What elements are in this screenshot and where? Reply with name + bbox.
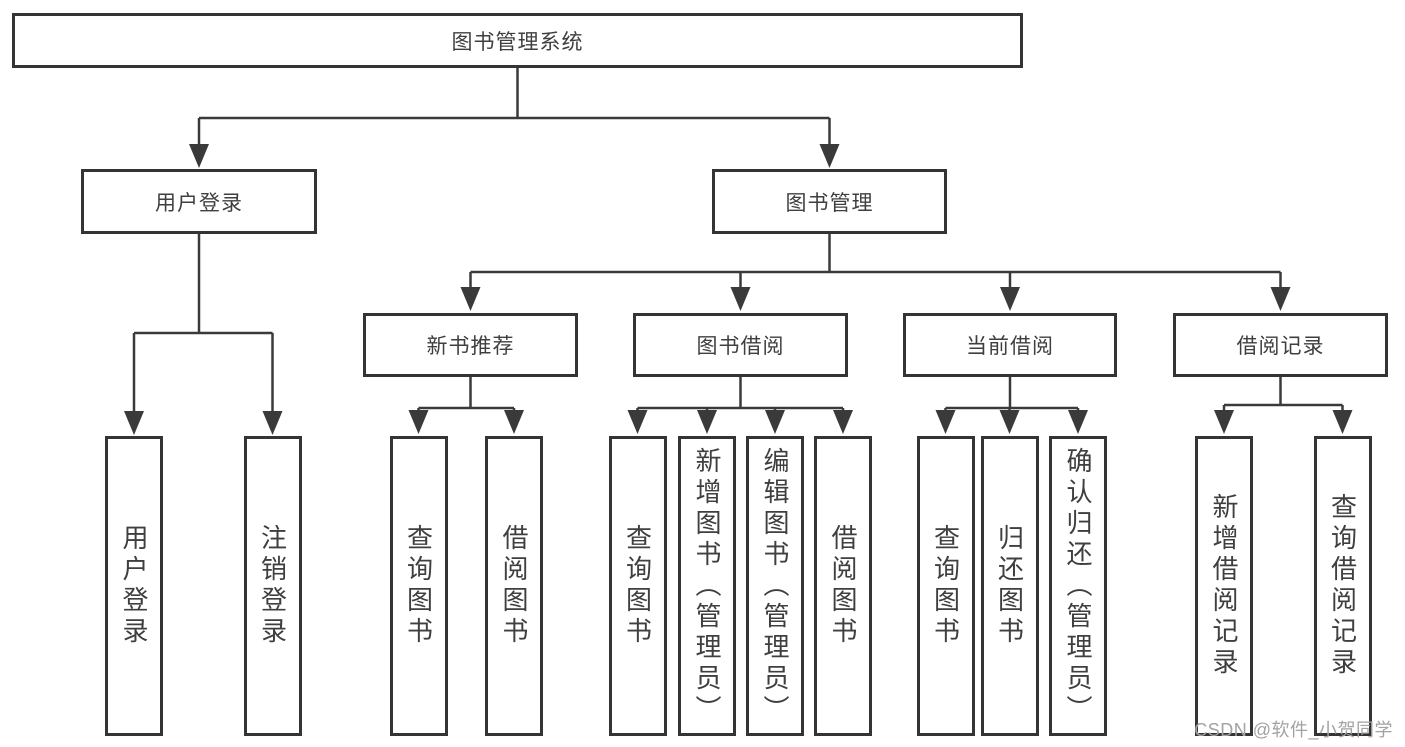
node-book-management-label: 图书管理 <box>785 191 874 215</box>
leaf-cb-confirm-return-admin-label: 确认归还（管理员） <box>1063 446 1093 726</box>
leaf-bb-add-book-admin-label: 新增图书（管理员） <box>692 446 722 726</box>
node-user-login: 用户登录 <box>81 169 317 234</box>
node-current-borrowing-label: 当前借阅 <box>966 335 1054 358</box>
node-user-login-label: 用户登录 <box>155 191 243 215</box>
leaf-bb-query-books-label: 查询图书 <box>622 524 653 648</box>
node-root-label: 图书管理系统 <box>451 30 584 54</box>
leaf-bb-borrow-books-label: 借阅图书 <box>828 524 858 648</box>
node-root: 图书管理系统 <box>12 13 1023 68</box>
leaf-nbr-query-books: 查询图书 <box>389 436 448 736</box>
node-new-book-recommend: 新书推荐 <box>363 313 578 377</box>
leaf-bb-edit-book-admin-label: 编辑图书（管理员） <box>760 446 790 726</box>
leaf-user-login: 用户登录 <box>105 436 163 736</box>
leaf-cb-query-books-label: 查询图书 <box>930 524 961 648</box>
leaf-logout: 注销登录 <box>243 436 302 736</box>
node-new-book-recommend-label: 新书推荐 <box>426 335 515 358</box>
leaf-cb-query-books: 查询图书 <box>916 436 975 736</box>
leaf-bb-add-book-admin: 新增图书（管理员） <box>678 436 736 736</box>
leaf-nbr-borrow-books-label: 借阅图书 <box>499 524 529 648</box>
leaf-br-add-record-label: 新增借阅记录 <box>1209 493 1239 679</box>
csdn-watermark: CSDN @软件_小贺同学 <box>1194 720 1393 740</box>
arrowheads <box>124 144 1353 435</box>
leaf-nbr-query-books-label: 查询图书 <box>403 524 434 648</box>
leaf-cb-return-books-label: 归还图书 <box>994 524 1025 648</box>
leaf-br-query-record: 查询借阅记录 <box>1313 436 1372 736</box>
leaf-user-login-label: 用户登录 <box>119 524 149 648</box>
node-borrowing-records: 借阅记录 <box>1173 313 1388 377</box>
leaf-nbr-borrow-books: 借阅图书 <box>485 436 543 736</box>
leaf-logout-label: 注销登录 <box>257 524 288 648</box>
leaf-cb-return-books: 归还图书 <box>980 436 1039 736</box>
node-current-borrowing: 当前借阅 <box>903 313 1117 377</box>
leaf-bb-query-books: 查询图书 <box>608 436 667 736</box>
leaf-bb-edit-book-admin: 编辑图书（管理员） <box>746 436 804 736</box>
node-borrowing-records-label: 借阅记录 <box>1236 335 1325 358</box>
leaf-cb-confirm-return-admin: 确认归还（管理员） <box>1049 436 1107 736</box>
leaf-br-add-record: 新增借阅记录 <box>1195 436 1253 736</box>
node-book-borrowing-label: 图书借阅 <box>696 335 785 358</box>
node-book-management: 图书管理 <box>712 169 947 234</box>
node-book-borrowing: 图书借阅 <box>633 313 848 377</box>
leaf-bb-borrow-books: 借阅图书 <box>814 436 872 736</box>
leaf-br-query-record-label: 查询借阅记录 <box>1327 493 1358 679</box>
